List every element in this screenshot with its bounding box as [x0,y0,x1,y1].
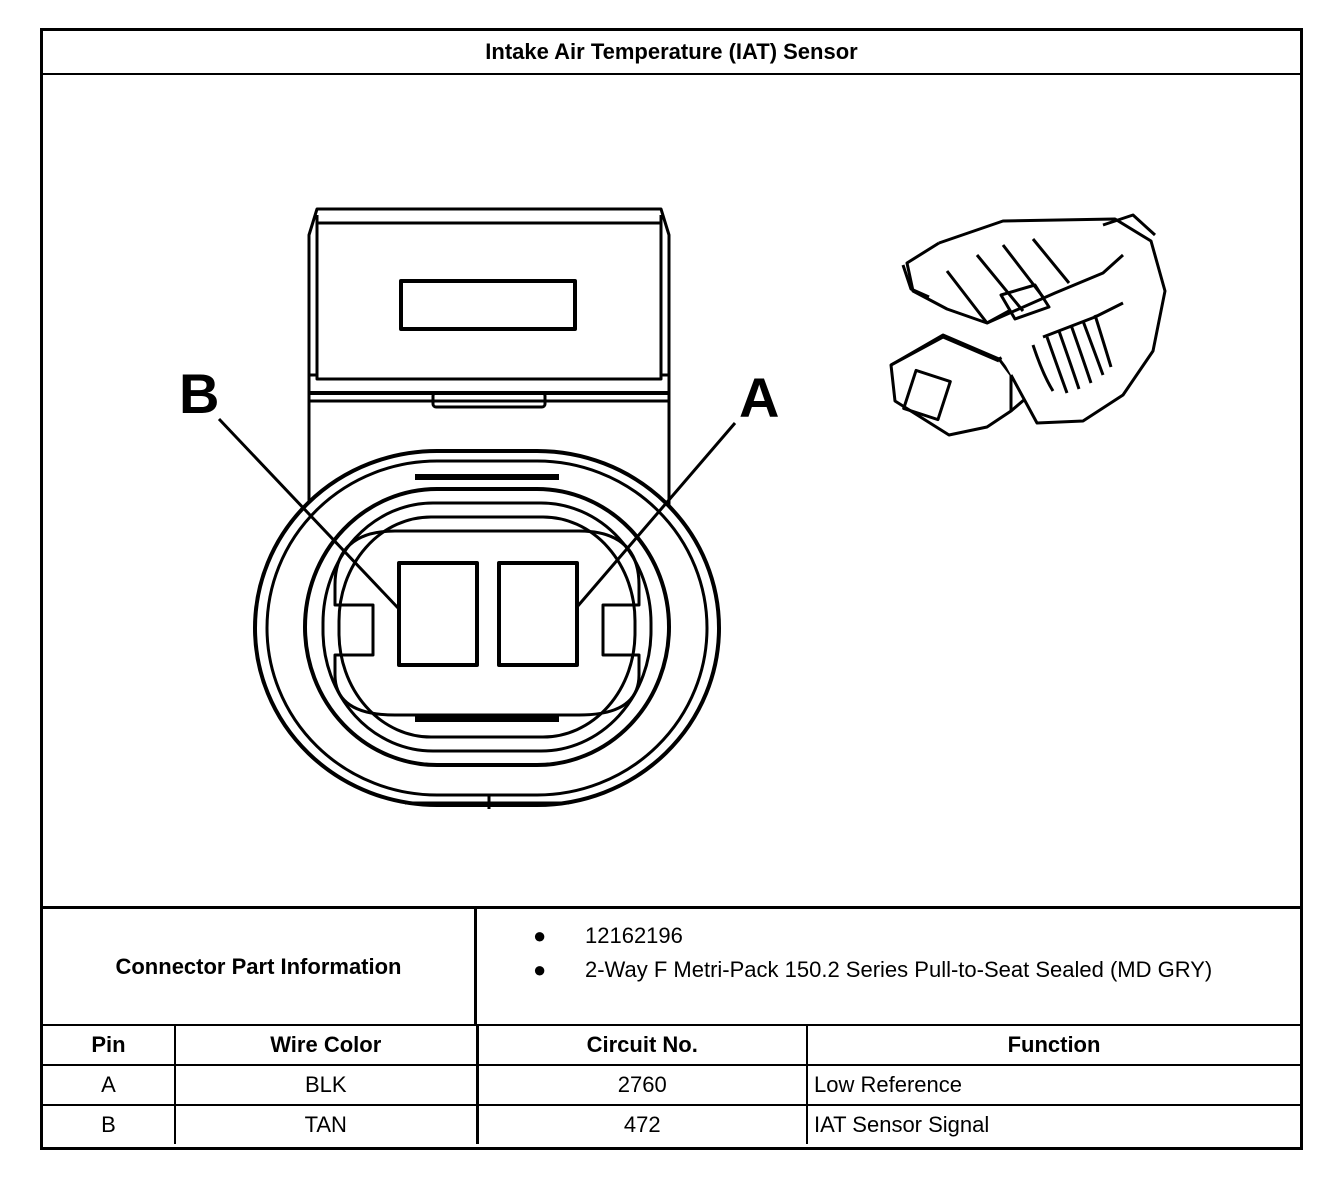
bullet-icon: ● [533,957,547,982]
terminal-b [397,561,479,667]
connector-sheet: Intake Air Temperature (IAT) Sensor [40,28,1303,1150]
cell-circuit-no: 472 [475,1104,808,1144]
cell-wire-color: BLK [174,1064,478,1106]
connector-info-list: ● 12162196 ● 2-Way F Metri-Pack 150.2 Se… [477,909,1300,1024]
connector-part-info: Connector Part Information ● 12162196 ● … [43,909,1300,1026]
bullet-icon: ● [533,923,547,948]
header-function: Function [806,1026,1300,1066]
cell-function: Low Reference [806,1064,1300,1106]
header-wire-color: Wire Color [174,1026,478,1066]
cell-function: IAT Sensor Signal [806,1104,1300,1144]
pin-label-a: A [739,366,779,429]
connector-cavity [333,529,641,717]
pin-label-b: B [179,362,219,425]
part-number: 12162196 [585,923,683,948]
connector-description: 2-Way F Metri-Pack 150.2 Series Pull-to-… [585,957,1213,982]
sheet-title: Intake Air Temperature (IAT) Sensor [43,31,1300,75]
table-row: A BLK 2760 Low Reference [43,1064,1300,1106]
leader-line-a [575,422,737,608]
connector-figure: B A [43,75,1300,909]
pin-table: Pin Wire Color Circuit No. Function A BL… [43,1026,1300,1144]
cell-circuit-no: 2760 [475,1064,808,1106]
connector-seal-ring [253,449,721,809]
pin-table-header-row: Pin Wire Color Circuit No. Function [43,1026,1300,1066]
leader-line-b [217,417,401,611]
connector-perspective-view [889,213,1167,437]
table-row: B TAN 472 IAT Sensor Signal [43,1104,1300,1144]
cell-wire-color: TAN [174,1104,478,1144]
connector-diagram: B A [179,207,1167,809]
cell-pin: A [43,1064,176,1106]
header-circuit-no: Circuit No. [475,1026,808,1066]
pin-table-section: Pin Wire Color Circuit No. Function A BL… [43,1026,1300,1147]
connector-latch-housing [307,207,671,675]
connector-info-label: Connector Part Information [43,909,477,1024]
terminal-a [497,561,579,667]
header-pin: Pin [43,1026,176,1066]
cell-pin: B [43,1104,176,1144]
